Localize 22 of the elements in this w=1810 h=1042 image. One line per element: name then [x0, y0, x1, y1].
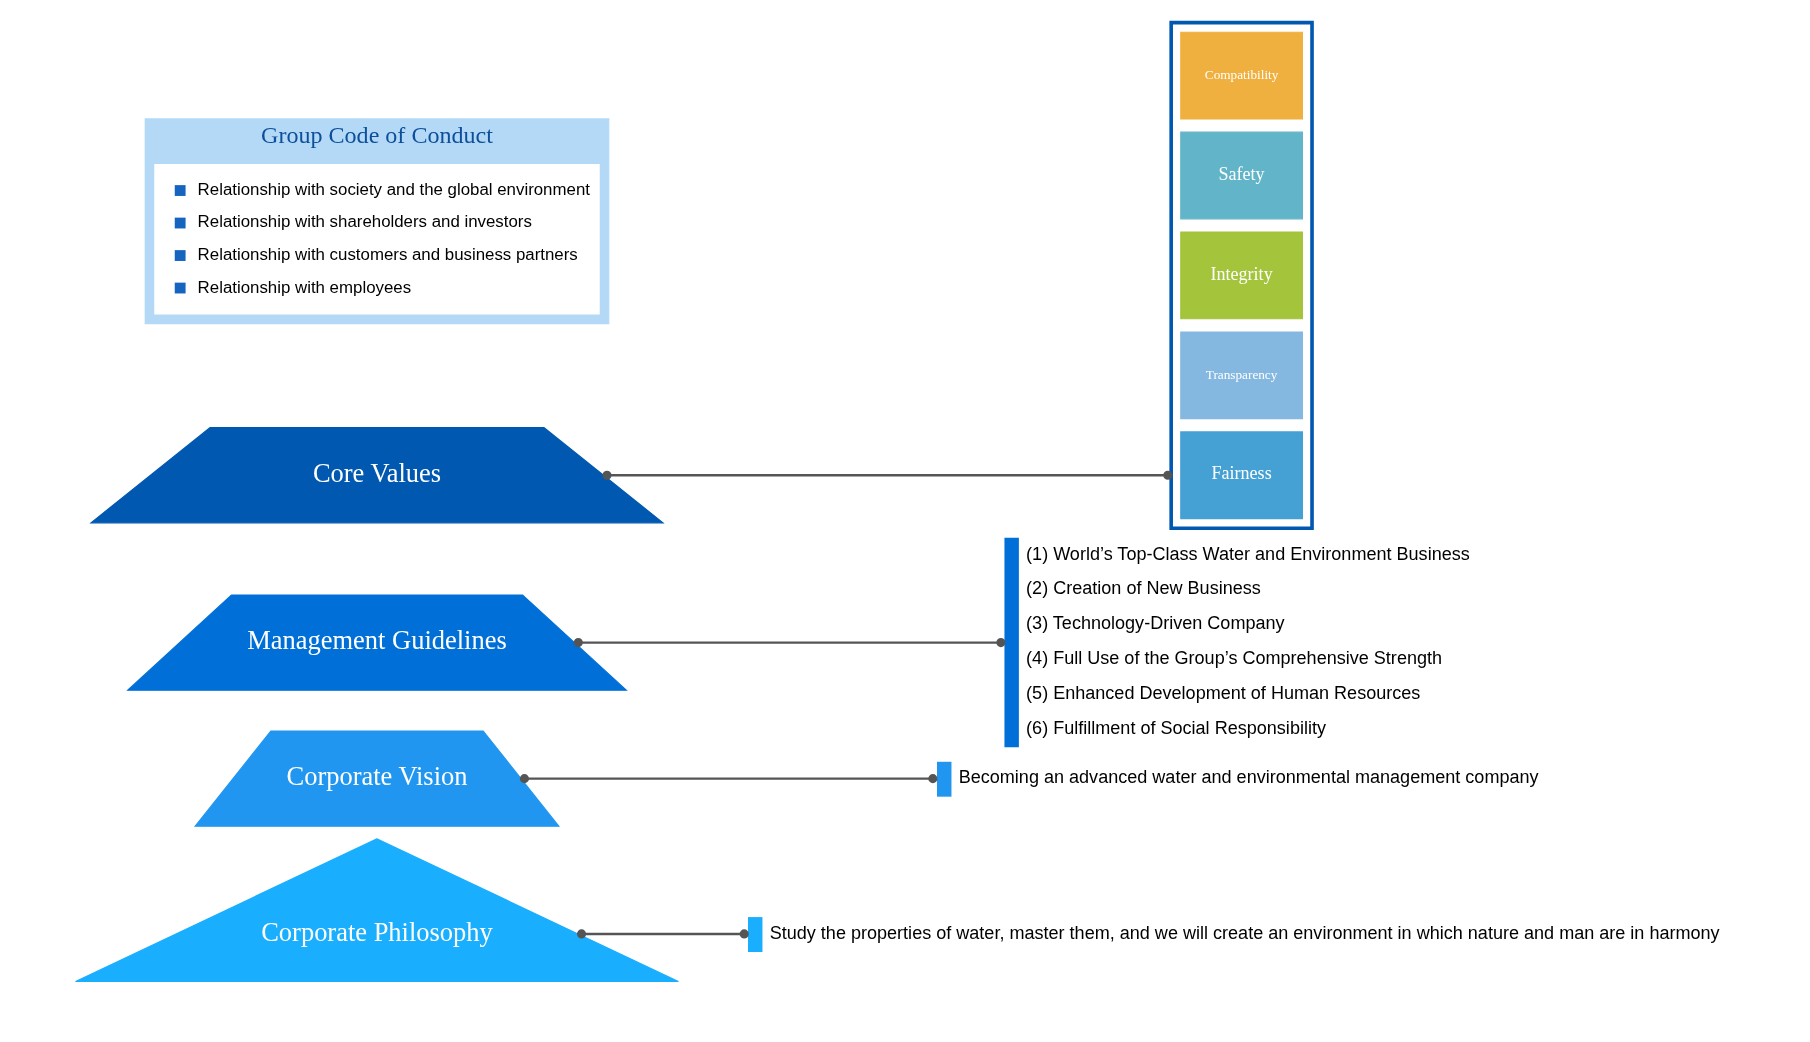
cluster — [1168, 20, 1314, 531]
node-label: (4) Full Use of the Group’s Comprehensive Strength — [1025, 648, 1442, 669]
node-box — [1003, 537, 1019, 748]
node-box — [936, 761, 951, 797]
node-label: (2) Creation of New Business — [1025, 578, 1261, 599]
node-label: Becoming an advanced water and environmental management company — [958, 767, 1539, 788]
node-box: Transparency — [1179, 331, 1303, 420]
node-label: (5) Enhanced Development of Human Resources — [1025, 683, 1420, 704]
node-label: Study the properties of water, master them, and we will create an environment in which nature and man are in harmony — [769, 922, 1720, 943]
connector — [519, 774, 937, 784]
node-box: Relationship with society and the global environment Relationship with shareholders and investors Relationship with customers and business partners Relationship with employees — [153, 164, 600, 315]
connector — [576, 929, 749, 939]
node-box: Compatibility — [1179, 31, 1303, 120]
connector — [601, 470, 1172, 480]
node-box: Fairness — [1179, 431, 1303, 520]
node-box: Safety — [1179, 131, 1303, 220]
node-box: Integrity — [1179, 231, 1303, 320]
connector — [573, 638, 1005, 648]
node-label: (3) Technology-Driven Company — [1025, 613, 1285, 634]
node-label: (6) Fulfillment of Social Responsibility — [1025, 718, 1326, 739]
node-box — [747, 917, 762, 952]
node-label: (1) World’s Top-Class Water and Environment Business — [1025, 543, 1470, 564]
